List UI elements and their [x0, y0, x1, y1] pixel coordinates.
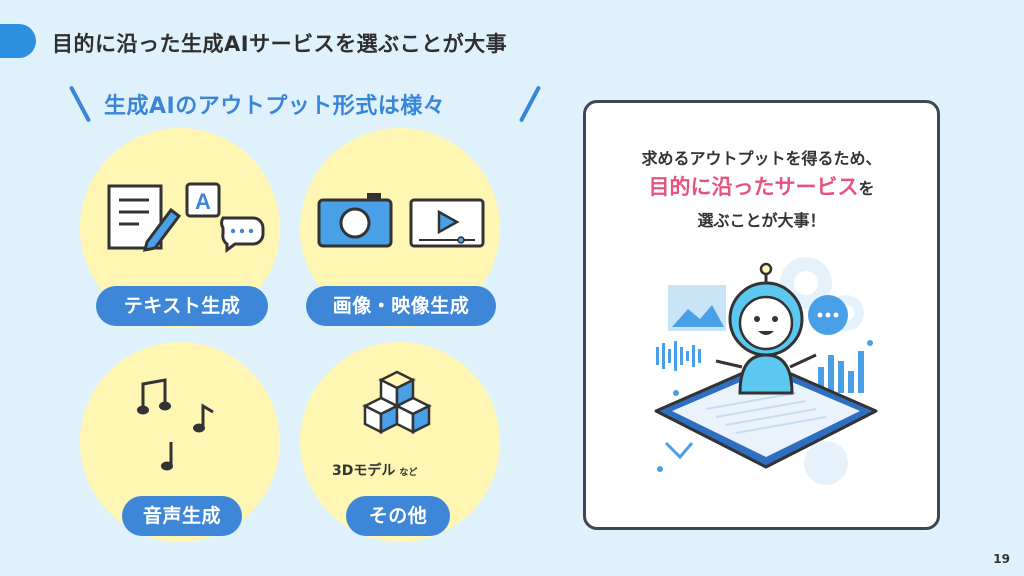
page-title: 目的に沿った生成AIサービスを選ぶことが大事 [52, 32, 508, 56]
document-pen-icon: A [107, 182, 265, 253]
callout-line-1: 求めるアウトプットを得るため、 [641, 149, 882, 168]
callout-line-2: 目的に沿ったサービスを [586, 171, 937, 201]
callout-highlight: 目的に沿ったサービス [648, 175, 859, 199]
svg-text:A: A [195, 189, 211, 214]
music-notes-icon [137, 378, 214, 471]
3d-cubes-icon [362, 370, 432, 435]
3d-model-label: 3Dモデルなど [332, 460, 417, 480]
category-pill-other: その他 [346, 496, 450, 536]
title-accent-bar [0, 24, 36, 58]
3d-model-text: 3Dモデル [332, 463, 396, 479]
robot-illustration [654, 257, 878, 485]
subtitle-slash-left [68, 85, 92, 123]
callout-line-2-suffix: を [858, 179, 875, 198]
callout-card: 求めるアウトプットを得るため、 目的に沿ったサービスを 選ぶことが大事！ [583, 100, 940, 530]
callout-line-3: 選ぶことが大事！ [697, 211, 826, 230]
category-pill-audio: 音声生成 [122, 496, 242, 536]
3d-model-suffix: など [399, 468, 418, 478]
section-subtitle: 生成AIのアウトプット形式は様々 [104, 94, 446, 119]
subtitle-slash-right [518, 85, 542, 123]
category-pill-text: テキスト生成 [96, 286, 268, 326]
category-pill-image: 画像・映像生成 [306, 286, 496, 326]
camera-video-icon [317, 193, 485, 248]
page-number: 19 [993, 552, 1010, 566]
